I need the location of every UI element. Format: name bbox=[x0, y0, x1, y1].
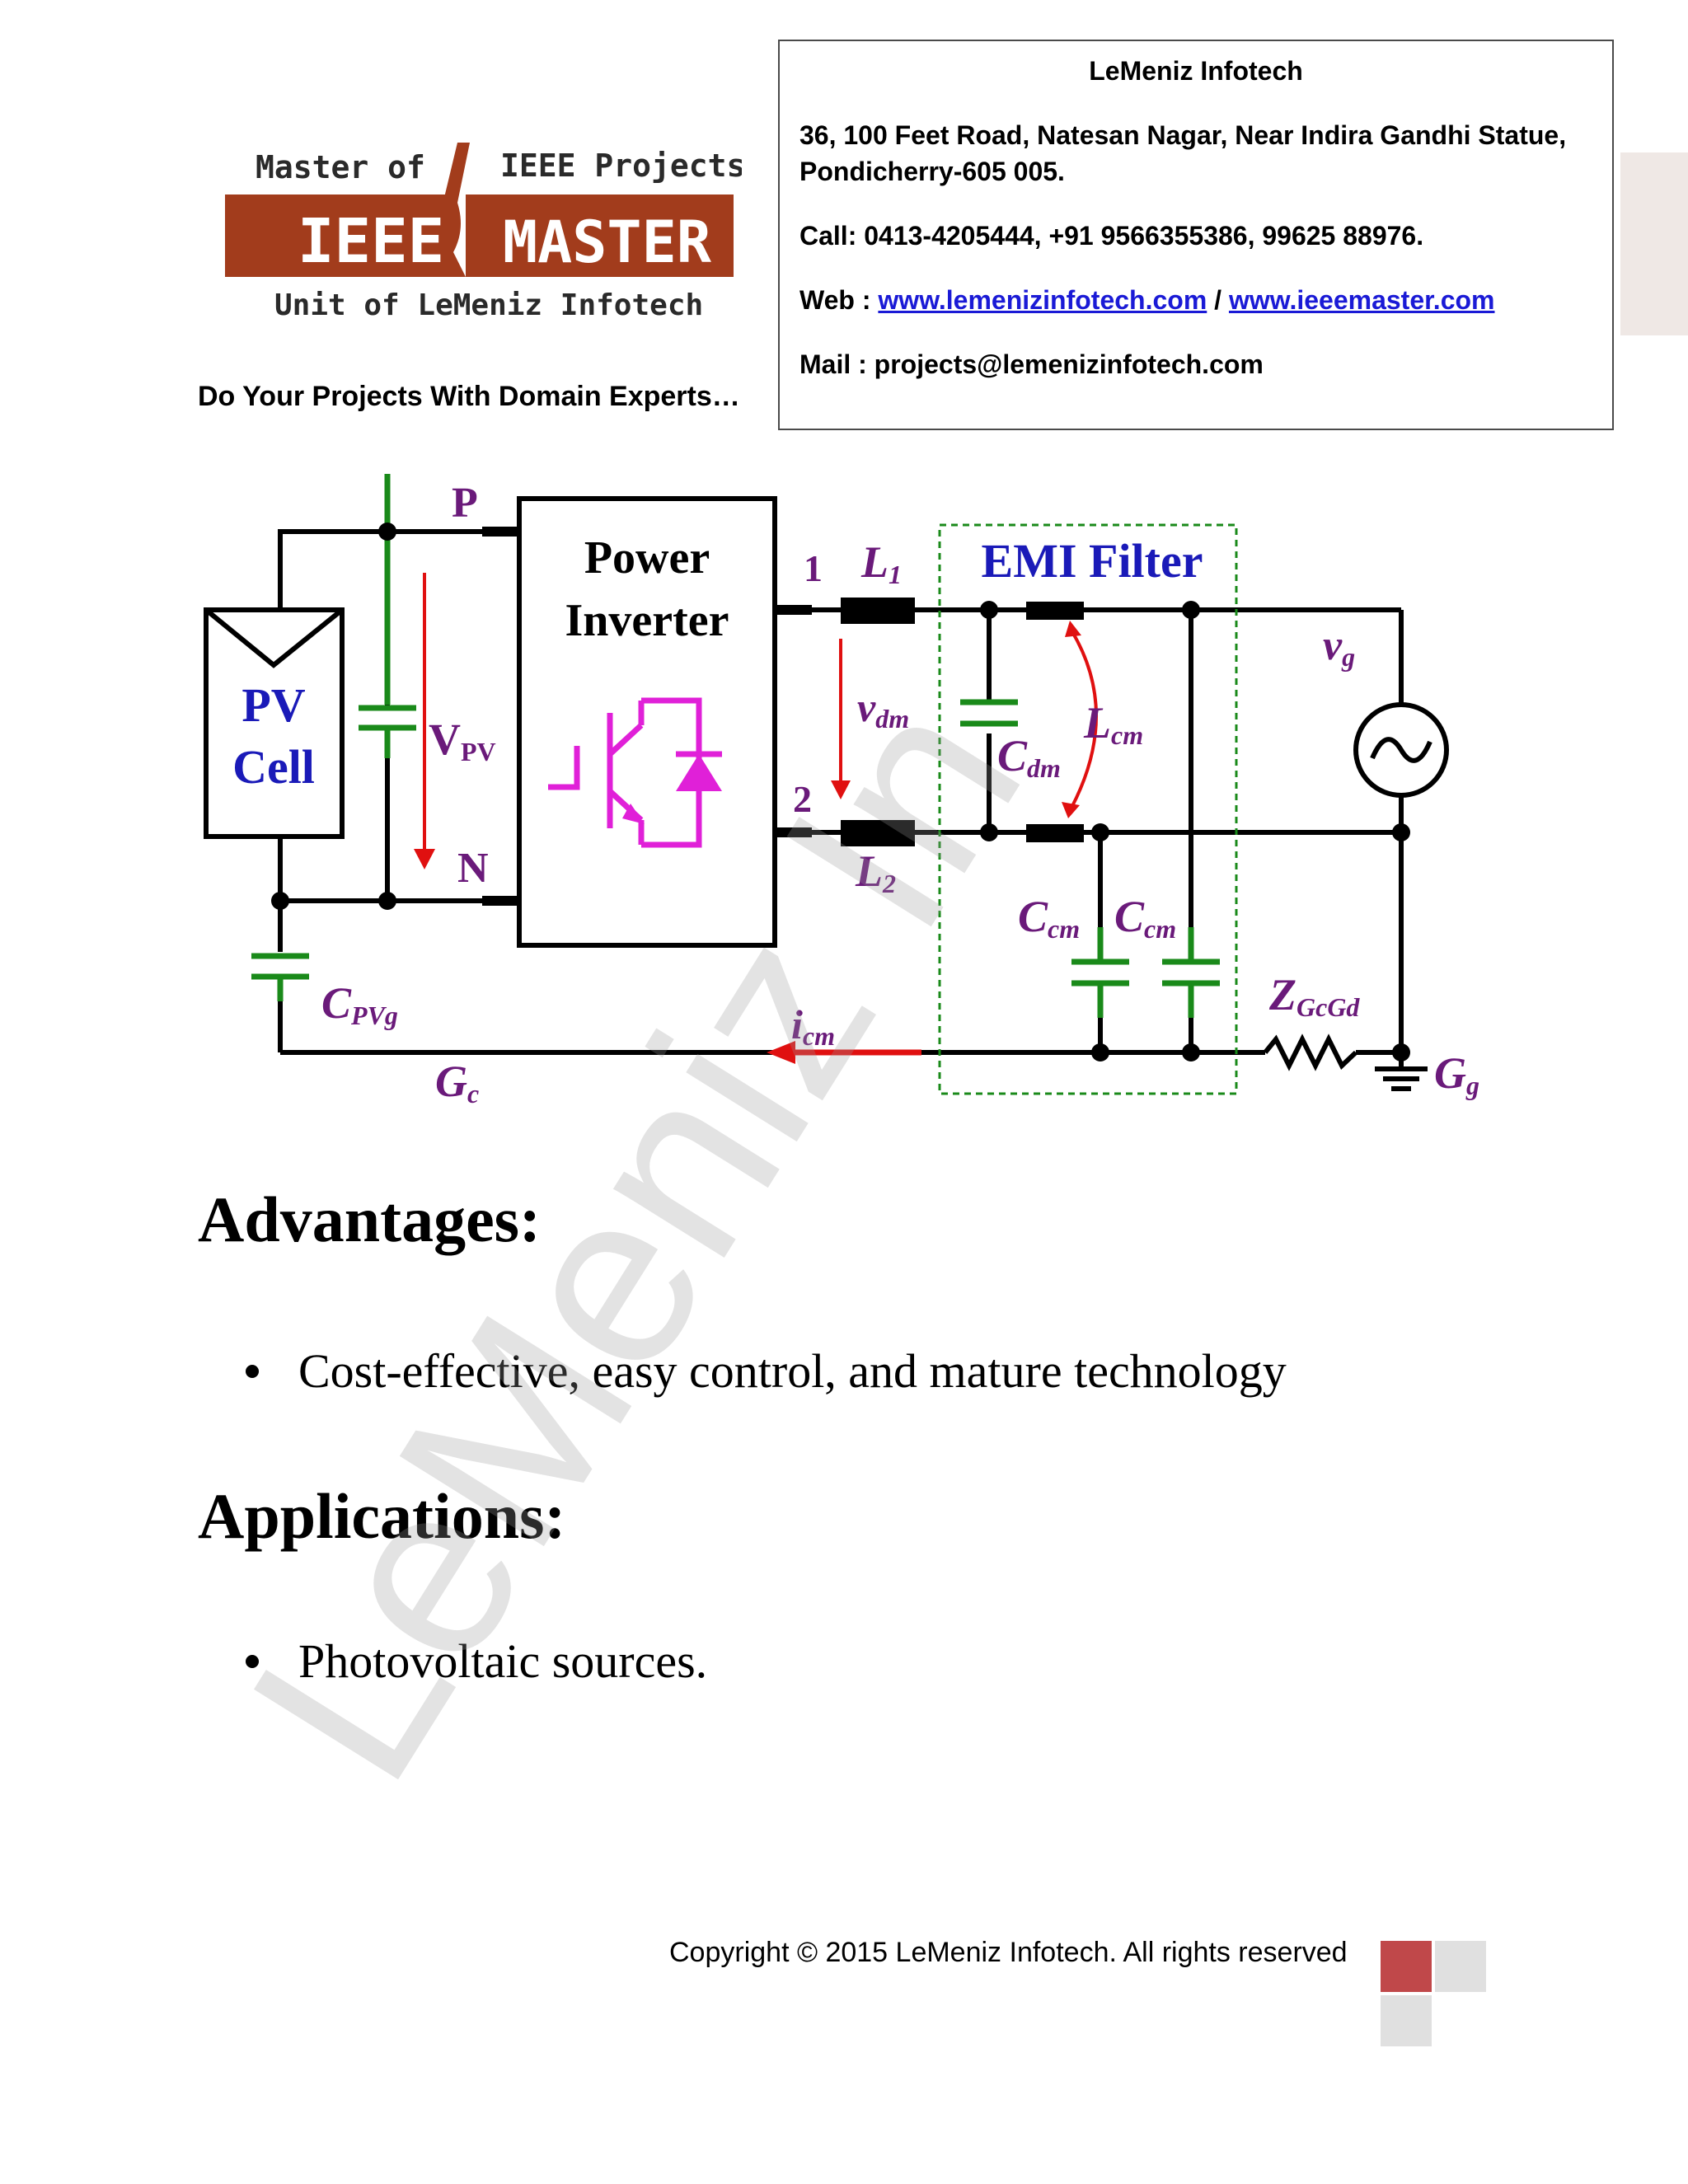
terminals bbox=[482, 527, 812, 906]
applications-heading: Applications: bbox=[198, 1480, 566, 1552]
cdm-label: Cdm bbox=[997, 731, 1061, 783]
node-n: N bbox=[457, 845, 489, 892]
junction-dots bbox=[271, 523, 1410, 1062]
web-link-lemeniz[interactable]: www.lemenizinfotech.com bbox=[878, 285, 1207, 315]
emi-filter-box bbox=[938, 523, 1238, 1095]
ccm-label-2: Ccm bbox=[1114, 892, 1176, 944]
vpv-label: VPV bbox=[429, 715, 496, 766]
power-inverter-box bbox=[517, 496, 777, 948]
web-row: Web : www.lemenizinfotech.com / www.ieee… bbox=[799, 285, 1494, 316]
address-line-2: Pondicherry-605 005. bbox=[799, 157, 1065, 186]
logo-master-of: Master of bbox=[256, 149, 425, 185]
terminal-2: 2 bbox=[793, 778, 812, 820]
footer-square-grey bbox=[1435, 1941, 1486, 1992]
ccm-label-1: Ccm bbox=[1018, 892, 1080, 944]
pv-label-2: Cell bbox=[232, 740, 315, 794]
inverter-label-1: Power bbox=[584, 532, 710, 583]
cdm-capacitor bbox=[960, 699, 1018, 727]
zgcgd-label: ZGcGd bbox=[1268, 970, 1360, 1022]
web-link-ieeemaster[interactable]: www.ieeemaster.com bbox=[1228, 285, 1495, 315]
inductor-lcm-top bbox=[1026, 602, 1084, 620]
advantage-text: Cost-effective, easy control, and mature… bbox=[298, 1344, 1287, 1398]
logo-ieee: IEEE bbox=[298, 206, 444, 277]
resistor-zgcgd bbox=[1263, 1033, 1358, 1071]
application-text: Photovoltaic sources. bbox=[298, 1634, 708, 1688]
circuit-diagram: PV Cell VPV P N Power Inverter 1 2 L1 L2… bbox=[204, 474, 1479, 1108]
inductor-lcm-bottom bbox=[1026, 824, 1084, 842]
bullet-icon bbox=[246, 1364, 259, 1378]
footer-squares bbox=[1381, 1941, 1488, 2048]
edge-decoration bbox=[1620, 152, 1688, 335]
inductor-l2 bbox=[841, 820, 915, 846]
inductor-l1 bbox=[841, 598, 915, 624]
gg-label: Gg bbox=[1434, 1048, 1479, 1100]
l1-label: L1 bbox=[860, 537, 902, 589]
tagline: Do Your Projects With Domain Experts… bbox=[198, 381, 740, 412]
mail-address: Mail : projects@lemenizinfotech.com bbox=[799, 349, 1264, 379]
cpvg-label: CPVg bbox=[321, 978, 398, 1030]
pv-label-1: PV bbox=[241, 678, 305, 732]
logo-unit-of: Unit of LeMeniz Infotech bbox=[274, 288, 703, 322]
pv-capacitor bbox=[359, 474, 416, 758]
web-label: Web : bbox=[799, 285, 879, 315]
vdm-label: vdm bbox=[857, 684, 909, 733]
pv-cell bbox=[204, 607, 345, 839]
logo-master: MASTER bbox=[503, 209, 712, 276]
phone-numbers: Call: 0413-4205444, +91 9566355386, 9962… bbox=[799, 221, 1424, 251]
copyright-text: Copyright © 2015 LeMeniz Infotech. All r… bbox=[669, 1937, 1348, 1968]
advantages-heading: Advantages: bbox=[198, 1183, 542, 1255]
footer-square-red bbox=[1381, 1941, 1432, 1992]
lcm-label: Lcm bbox=[1083, 698, 1143, 750]
application-item: Photovoltaic sources. bbox=[246, 1633, 707, 1689]
node-p: P bbox=[452, 480, 478, 527]
web-separator: / bbox=[1207, 285, 1229, 315]
inverter-label-2: Inverter bbox=[565, 595, 729, 646]
cpvg-capacitor bbox=[251, 953, 309, 1001]
contact-box: LeMeniz Infotech 36, 100 Feet Road, Nate… bbox=[778, 40, 1614, 430]
address-line-1: 36, 100 Feet Road, Natesan Nagar, Near I… bbox=[799, 120, 1567, 150]
emi-filter-label: EMI Filter bbox=[982, 534, 1203, 588]
vg-label: vg bbox=[1323, 622, 1355, 672]
logo-ieee-projects: IEEE Projects bbox=[500, 148, 742, 184]
company-name: LeMeniz Infotech bbox=[1089, 56, 1303, 86]
icm-label: icm bbox=[791, 1001, 835, 1051]
footer-square-grey bbox=[1381, 1995, 1432, 2046]
l2-label: L2 bbox=[855, 846, 896, 898]
gc-label: Gc bbox=[435, 1057, 479, 1108]
advantage-item: Cost-effective, easy control, and mature… bbox=[246, 1343, 1287, 1399]
bullet-icon bbox=[246, 1654, 259, 1668]
ccm-capacitors bbox=[1071, 927, 1220, 1018]
ieee-master-logo: Master of IEEE Projects IEEE MASTER Unit… bbox=[225, 143, 742, 322]
terminal-1: 1 bbox=[804, 547, 823, 589]
